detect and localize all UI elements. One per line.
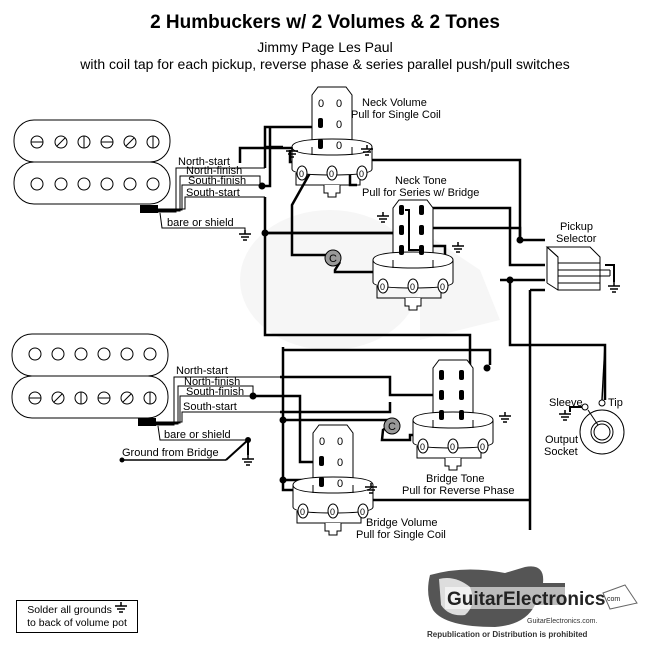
ground-note-line1: Solder all grounds xyxy=(27,604,112,616)
svg-text:C: C xyxy=(388,421,396,433)
bridge-wire-shield: bare or shield xyxy=(164,429,231,441)
output-label-line2: Socket xyxy=(544,446,578,458)
bridge-wire-north-start: North-start xyxy=(176,365,228,377)
neck-tone-label: Neck Tone xyxy=(395,175,447,187)
svg-text:0: 0 xyxy=(336,119,342,131)
logo-disclaimer: Republication or Distribution is prohibi… xyxy=(427,630,588,639)
svg-text:0: 0 xyxy=(337,436,343,448)
pole-screws-slotted xyxy=(28,391,157,405)
neck-tone-function: Pull for Series w/ Bridge xyxy=(362,187,479,199)
neck-wire-south-finish: South-finish xyxy=(188,175,246,187)
neck-volume-function: Pull for Single Coil xyxy=(351,109,441,121)
guitarelectronics-logo: GuitarElectronics com GuitarElectronics.… xyxy=(427,566,638,639)
neck-wire-shield: bare or shield xyxy=(167,217,234,229)
bridge-wire-south-finish: South-finish xyxy=(186,386,244,398)
bridge-pickup: North-start North-finish South-finish So… xyxy=(11,333,280,466)
svg-text:0: 0 xyxy=(337,478,343,490)
diagram-title: 2 Humbuckers w/ 2 Volumes & 2 Tones xyxy=(150,12,500,33)
neck-volume-label: Neck Volume xyxy=(362,97,427,109)
neck-pickup: North-start North-finish South-finish So… xyxy=(13,119,265,241)
diagram-subtitle: Jimmy Page Les Paul xyxy=(257,39,393,55)
watermark xyxy=(240,210,500,350)
bridge-tone-capacitor: C xyxy=(383,417,401,435)
selector-label-line2: Selector xyxy=(556,233,597,245)
bridge-wire-south-start: South-start xyxy=(183,401,237,413)
output-tip-label: Tip xyxy=(608,397,623,409)
pickup-selector[interactable] xyxy=(545,246,621,293)
bridge-volume-function: Pull for Single Coil xyxy=(356,529,446,541)
pole-slugs xyxy=(30,177,160,191)
selector-label-line1: Pickup xyxy=(560,221,593,233)
svg-text:0: 0 xyxy=(319,436,325,448)
neck-tone-pot[interactable] xyxy=(372,199,465,311)
neck-tone-capacitor: C xyxy=(324,249,342,267)
output-socket[interactable] xyxy=(558,344,625,455)
svg-text:0: 0 xyxy=(318,98,324,110)
ground-from-bridge-label: Ground from Bridge xyxy=(122,447,219,459)
ground-note: Solder all grounds to back of volume pot xyxy=(16,600,138,633)
bridge-wire-north-finish: North-finish xyxy=(184,376,240,388)
svg-text:0: 0 xyxy=(336,98,342,110)
output-label-line1: Output xyxy=(545,434,578,446)
logo-brand: GuitarElectronics xyxy=(447,589,605,610)
neck-wire-south-start: South-start xyxy=(186,187,240,199)
diagram-description: with coil tap for each pickup, reverse p… xyxy=(80,56,570,72)
bridge-tone-label: Bridge Tone xyxy=(426,473,485,485)
logo-suffix: com xyxy=(607,596,620,603)
pole-slugs xyxy=(28,347,157,361)
ground-note-line2: to back of volume pot xyxy=(27,617,127,629)
svg-text:0: 0 xyxy=(337,457,343,469)
bridge-volume-label: Bridge Volume xyxy=(366,517,438,529)
junction-dots xyxy=(249,182,524,484)
neck-wire-north-finish: North-finish xyxy=(186,165,242,177)
ground-icon xyxy=(114,601,128,613)
logo-url: GuitarElectronics.com. xyxy=(527,618,597,625)
output-sleeve-label: Sleeve xyxy=(549,397,583,409)
svg-text:C: C xyxy=(329,253,337,265)
neck-wire-north-start: North-start xyxy=(178,156,230,168)
bridge-tone-pot[interactable] xyxy=(412,359,512,471)
bridge-tone-function: Pull for Reverse Phase xyxy=(402,485,515,497)
pole-screws-slotted xyxy=(30,135,160,149)
svg-text:0: 0 xyxy=(336,140,342,152)
